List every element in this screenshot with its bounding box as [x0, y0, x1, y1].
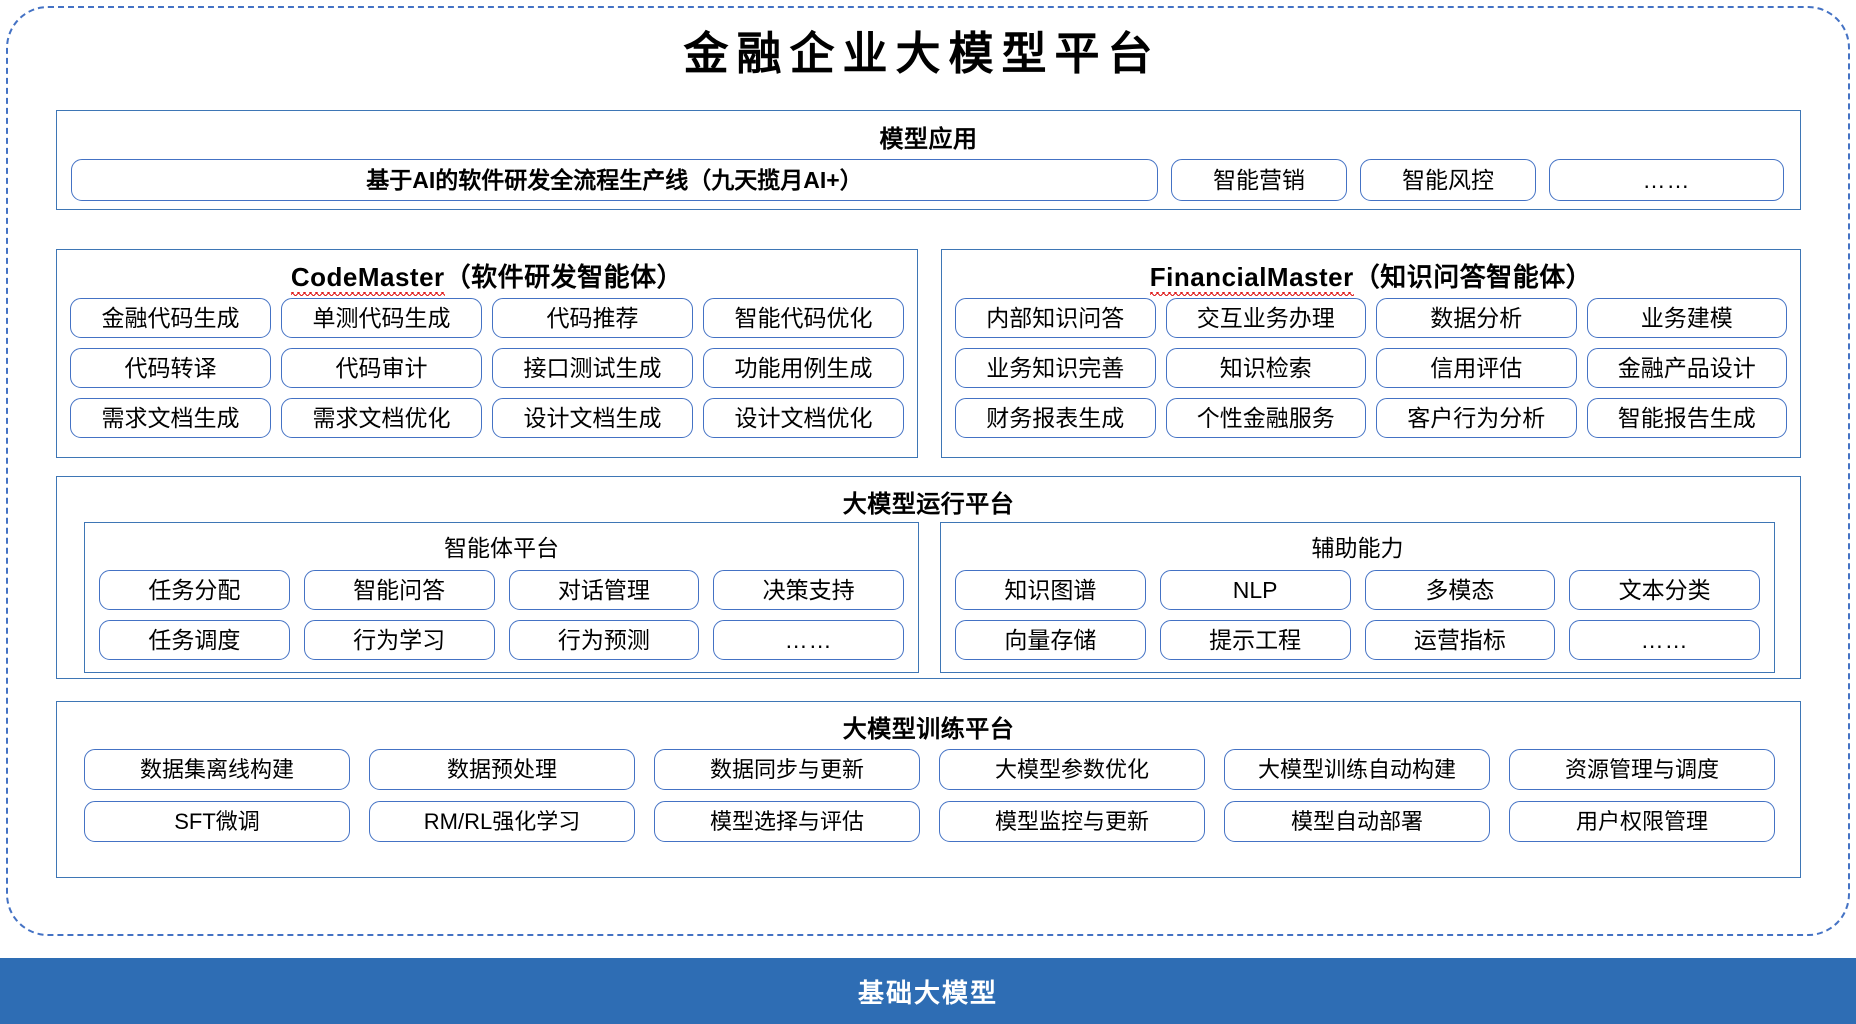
pill-smart-qa[interactable]: 智能问答 — [303, 570, 495, 610]
pill-nlp[interactable]: NLP — [1159, 570, 1351, 610]
pill-model-selection-eval[interactable]: 模型选择与评估 — [654, 801, 920, 842]
section-model-application: 模型应用 基于AI的软件研发全流程生产线（九天揽月AI+） 智能营销 智能风控 … — [56, 110, 1801, 210]
pill-knowledge-retrieval[interactable]: 知识检索 — [1165, 348, 1366, 388]
code-master-name-en: CodeMaster — [290, 262, 445, 296]
subpanel-title-agent-platform: 智能体平台 — [444, 535, 559, 561]
financial-master-grid: 内部知识问答 交互业务办理 数据分析 业务建模 业务知识完善 知识检索 信用评估… — [955, 298, 1787, 438]
agent-platform-grid: 任务分配 智能问答 对话管理 决策支持 任务调度 行为学习 行为预测 …… — [99, 570, 904, 660]
section-code-master: CodeMaster（软件研发智能体） 金融代码生成 单测代码生成 代码推荐 智… — [56, 249, 918, 458]
subpanel-agent-platform: 智能体平台 任务分配 智能问答 对话管理 决策支持 任务调度 行为学习 行为预测… — [84, 522, 919, 673]
pill-training-auto-build[interactable]: 大模型训练自动构建 — [1224, 749, 1490, 790]
pill-financial-product-design[interactable]: 金融产品设计 — [1586, 348, 1787, 388]
section-title-training-platform: 大模型训练平台 — [842, 716, 1015, 743]
code-master-row: 金融代码生成 单测代码生成 代码推荐 智能代码优化 — [70, 298, 904, 338]
pill-model-auto-deploy[interactable]: 模型自动部署 — [1224, 801, 1490, 842]
pill-resource-management[interactable]: 资源管理与调度 — [1509, 749, 1775, 790]
page-title: 金融企业大模型平台 — [683, 29, 1161, 79]
pill-task-scheduling[interactable]: 任务调度 — [99, 620, 290, 660]
pill-decision-support[interactable]: 决策支持 — [713, 570, 904, 610]
pill-financial-report-gen[interactable]: 财务报表生成 — [955, 398, 1156, 438]
pill-model-param-optimize[interactable]: 大模型参数优化 — [939, 749, 1205, 790]
pill-unit-test-code-gen[interactable]: 单测代码生成 — [281, 298, 482, 338]
financial-master-name-en: FinancialMaster — [1149, 262, 1354, 296]
auxiliary-capability-grid: 知识图谱 NLP 多模态 文本分类 向量存储 提示工程 运营指标 …… — [955, 570, 1760, 660]
pill-api-test-gen[interactable]: 接口测试生成 — [492, 348, 693, 388]
auxiliary-capability-row: 向量存储 提示工程 运营指标 …… — [955, 620, 1760, 660]
pill-rm-rl-learning[interactable]: RM/RL强化学习 — [369, 801, 635, 842]
pill-function-case-gen[interactable]: 功能用例生成 — [703, 348, 904, 388]
pill-design-doc-optimize[interactable]: 设计文档优化 — [703, 398, 904, 438]
auxiliary-capability-row: 知识图谱 NLP 多模态 文本分类 — [955, 570, 1760, 610]
pill-behavior-learning[interactable]: 行为学习 — [303, 620, 495, 660]
app-item-more[interactable]: …… — [1549, 159, 1784, 201]
app-item-ai-pipeline[interactable]: 基于AI的软件研发全流程生产线（九天揽月AI+） — [71, 159, 1158, 201]
pill-task-allocation[interactable]: 任务分配 — [99, 570, 290, 610]
base-model-bar: 基础大模型 — [0, 958, 1856, 1024]
pill-behavior-prediction[interactable]: 行为预测 — [508, 620, 700, 660]
pill-credit-assessment[interactable]: 信用评估 — [1376, 348, 1577, 388]
section-title-model-application: 模型应用 — [879, 126, 978, 153]
pill-knowledge-graph[interactable]: 知识图谱 — [955, 570, 1146, 610]
training-platform-grid: 数据集离线构建 数据预处理 数据同步与更新 大模型参数优化 大模型训练自动构建 … — [84, 749, 1775, 842]
agent-platform-row: 任务分配 智能问答 对话管理 决策支持 — [99, 570, 904, 610]
pill-prompt-engineering[interactable]: 提示工程 — [1159, 620, 1351, 660]
pill-data-preprocessing[interactable]: 数据预处理 — [369, 749, 635, 790]
pill-data-sync-update[interactable]: 数据同步与更新 — [654, 749, 920, 790]
pill-customer-behavior-analysis[interactable]: 客户行为分析 — [1376, 398, 1577, 438]
pill-user-permission-management[interactable]: 用户权限管理 — [1509, 801, 1775, 842]
pill-agent-platform-more[interactable]: …… — [713, 620, 904, 660]
pill-smart-report-gen[interactable]: 智能报告生成 — [1586, 398, 1787, 438]
financial-master-row: 财务报表生成 个性金融服务 客户行为分析 智能报告生成 — [955, 398, 1787, 438]
pill-business-modeling[interactable]: 业务建模 — [1586, 298, 1787, 338]
app-item-smart-risk-control[interactable]: 智能风控 — [1360, 159, 1536, 201]
financial-master-name-cn: （知识问答智能体） — [1353, 262, 1593, 292]
pill-code-recommend[interactable]: 代码推荐 — [492, 298, 693, 338]
section-title-code-master: CodeMaster（软件研发智能体） — [57, 257, 917, 296]
pill-dataset-offline-build[interactable]: 数据集离线构建 — [84, 749, 350, 790]
section-title-financial-master: FinancialMaster（知识问答智能体） — [942, 257, 1800, 296]
model-application-items: 基于AI的软件研发全流程生产线（九天揽月AI+） 智能营销 智能风控 …… — [71, 159, 1788, 201]
pill-business-knowledge-improve[interactable]: 业务知识完善 — [955, 348, 1156, 388]
pill-design-doc-gen[interactable]: 设计文档生成 — [492, 398, 693, 438]
subpanel-auxiliary-capability: 辅助能力 知识图谱 NLP 多模态 文本分类 向量存储 提示工程 运营指标 …… — [940, 522, 1775, 673]
pill-model-monitor-update[interactable]: 模型监控与更新 — [939, 801, 1205, 842]
pill-interactive-business[interactable]: 交互业务办理 — [1165, 298, 1366, 338]
pill-personalized-finance-service[interactable]: 个性金融服务 — [1165, 398, 1366, 438]
code-master-name-cn: （软件研发智能体） — [444, 262, 684, 292]
agent-platform-row: 任务调度 行为学习 行为预测 …… — [99, 620, 904, 660]
financial-master-row: 业务知识完善 知识检索 信用评估 金融产品设计 — [955, 348, 1787, 388]
base-model-label: 基础大模型 — [857, 977, 998, 1008]
training-platform-row: SFT微调 RM/RL强化学习 模型选择与评估 模型监控与更新 模型自动部署 用… — [84, 801, 1775, 842]
pill-internal-knowledge-qa[interactable]: 内部知识问答 — [955, 298, 1156, 338]
pill-dialog-management[interactable]: 对话管理 — [508, 570, 700, 610]
pill-auxiliary-more[interactable]: …… — [1569, 620, 1760, 660]
pill-requirement-doc-gen[interactable]: 需求文档生成 — [70, 398, 271, 438]
subpanel-title-auxiliary-capability: 辅助能力 — [1311, 535, 1404, 561]
pill-data-analysis[interactable]: 数据分析 — [1376, 298, 1577, 338]
pill-vector-storage[interactable]: 向量存储 — [955, 620, 1146, 660]
financial-master-row: 内部知识问答 交互业务办理 数据分析 业务建模 — [955, 298, 1787, 338]
pill-code-audit[interactable]: 代码审计 — [281, 348, 482, 388]
section-runtime-platform: 大模型运行平台 智能体平台 任务分配 智能问答 对话管理 决策支持 任务调度 行… — [56, 476, 1801, 679]
pill-multimodal[interactable]: 多模态 — [1364, 570, 1556, 610]
code-master-row: 代码转译 代码审计 接口测试生成 功能用例生成 — [70, 348, 904, 388]
pill-smart-code-optimize[interactable]: 智能代码优化 — [703, 298, 904, 338]
section-training-platform: 大模型训练平台 数据集离线构建 数据预处理 数据同步与更新 大模型参数优化 大模… — [56, 701, 1801, 878]
pill-code-translate[interactable]: 代码转译 — [70, 348, 271, 388]
runtime-panels: 智能体平台 任务分配 智能问答 对话管理 决策支持 任务调度 行为学习 行为预测… — [84, 522, 1775, 673]
app-item-smart-marketing[interactable]: 智能营销 — [1171, 159, 1347, 201]
code-master-grid: 金融代码生成 单测代码生成 代码推荐 智能代码优化 代码转译 代码审计 接口测试… — [70, 298, 904, 438]
code-master-row: 需求文档生成 需求文档优化 设计文档生成 设计文档优化 — [70, 398, 904, 438]
pill-operation-metrics[interactable]: 运营指标 — [1364, 620, 1556, 660]
pill-requirement-doc-optimize[interactable]: 需求文档优化 — [281, 398, 482, 438]
pill-code-gen-finance[interactable]: 金融代码生成 — [70, 298, 271, 338]
pill-text-classification[interactable]: 文本分类 — [1569, 570, 1760, 610]
section-financial-master: FinancialMaster（知识问答智能体） 内部知识问答 交互业务办理 数… — [941, 249, 1801, 458]
section-title-runtime-platform: 大模型运行平台 — [842, 491, 1015, 518]
pill-sft-finetune[interactable]: SFT微调 — [84, 801, 350, 842]
training-platform-row: 数据集离线构建 数据预处理 数据同步与更新 大模型参数优化 大模型训练自动构建 … — [84, 749, 1775, 790]
